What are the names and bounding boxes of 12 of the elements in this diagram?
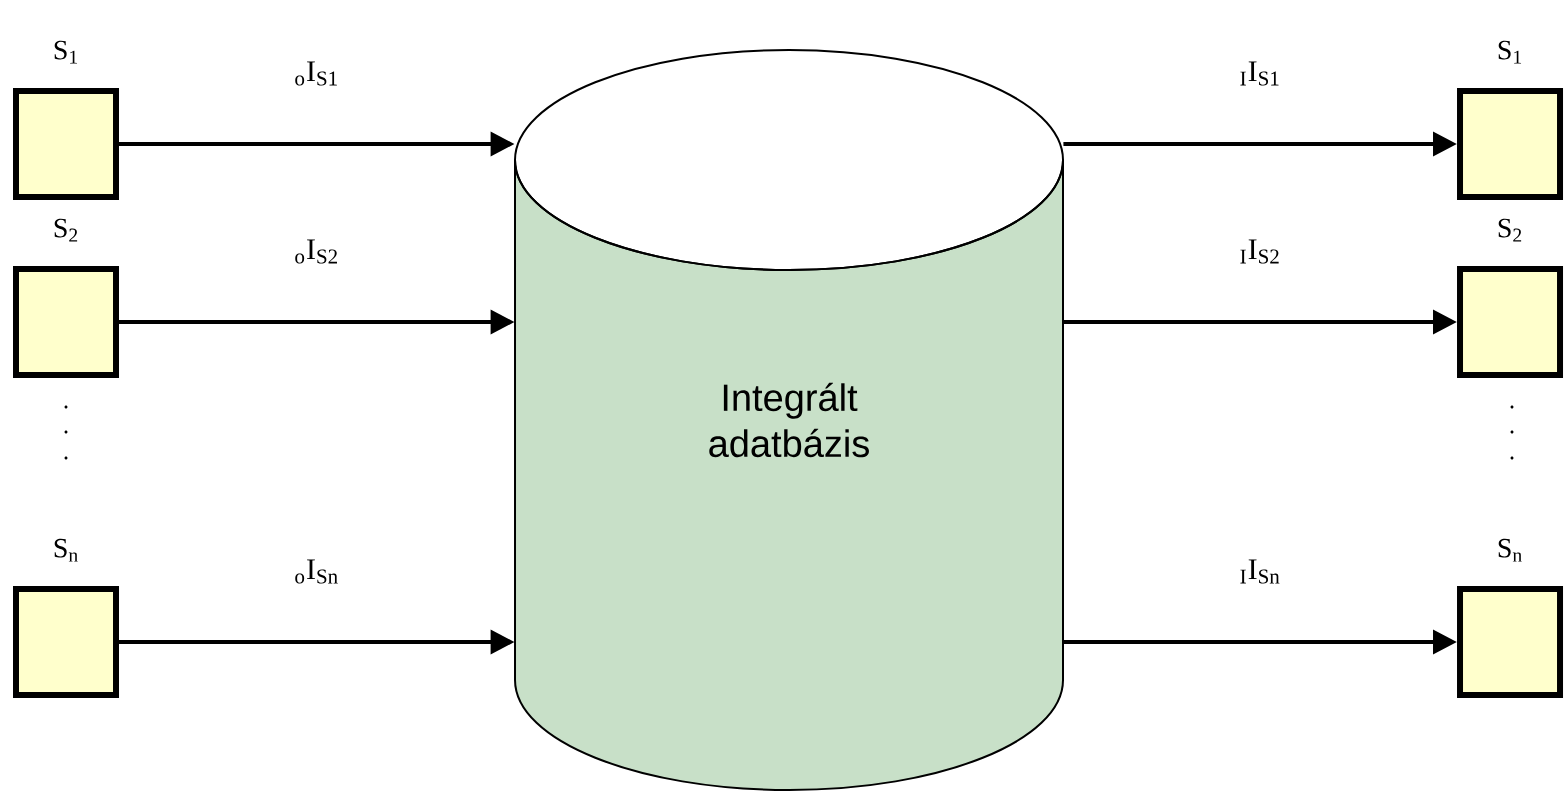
box-label: S$_{n}$ [54, 538, 78, 562]
edge-label: $_{o}$I$_{S2}$ [295, 239, 337, 264]
box-label: S$_{n}$ [1498, 538, 1522, 562]
edge-label: $_{o}$I$_{Sn}$ [295, 559, 338, 584]
box-label: S$_{1}$ [1498, 40, 1522, 64]
edge-label: $_{I}$I$_{S2}$ [1240, 239, 1279, 264]
edge-label: $_{o}$I$_{S1}$ [295, 61, 337, 86]
edge-label: $_{I}$I$_{Sn}$ [1240, 559, 1280, 584]
box-label: S$_{1}$ [54, 40, 77, 64]
edge-label: $_{I}$I$_{S1}$ [1240, 61, 1279, 86]
box-label: S$_{2}$ [1498, 218, 1522, 242]
box-label: S$_{2}$ [54, 218, 78, 242]
